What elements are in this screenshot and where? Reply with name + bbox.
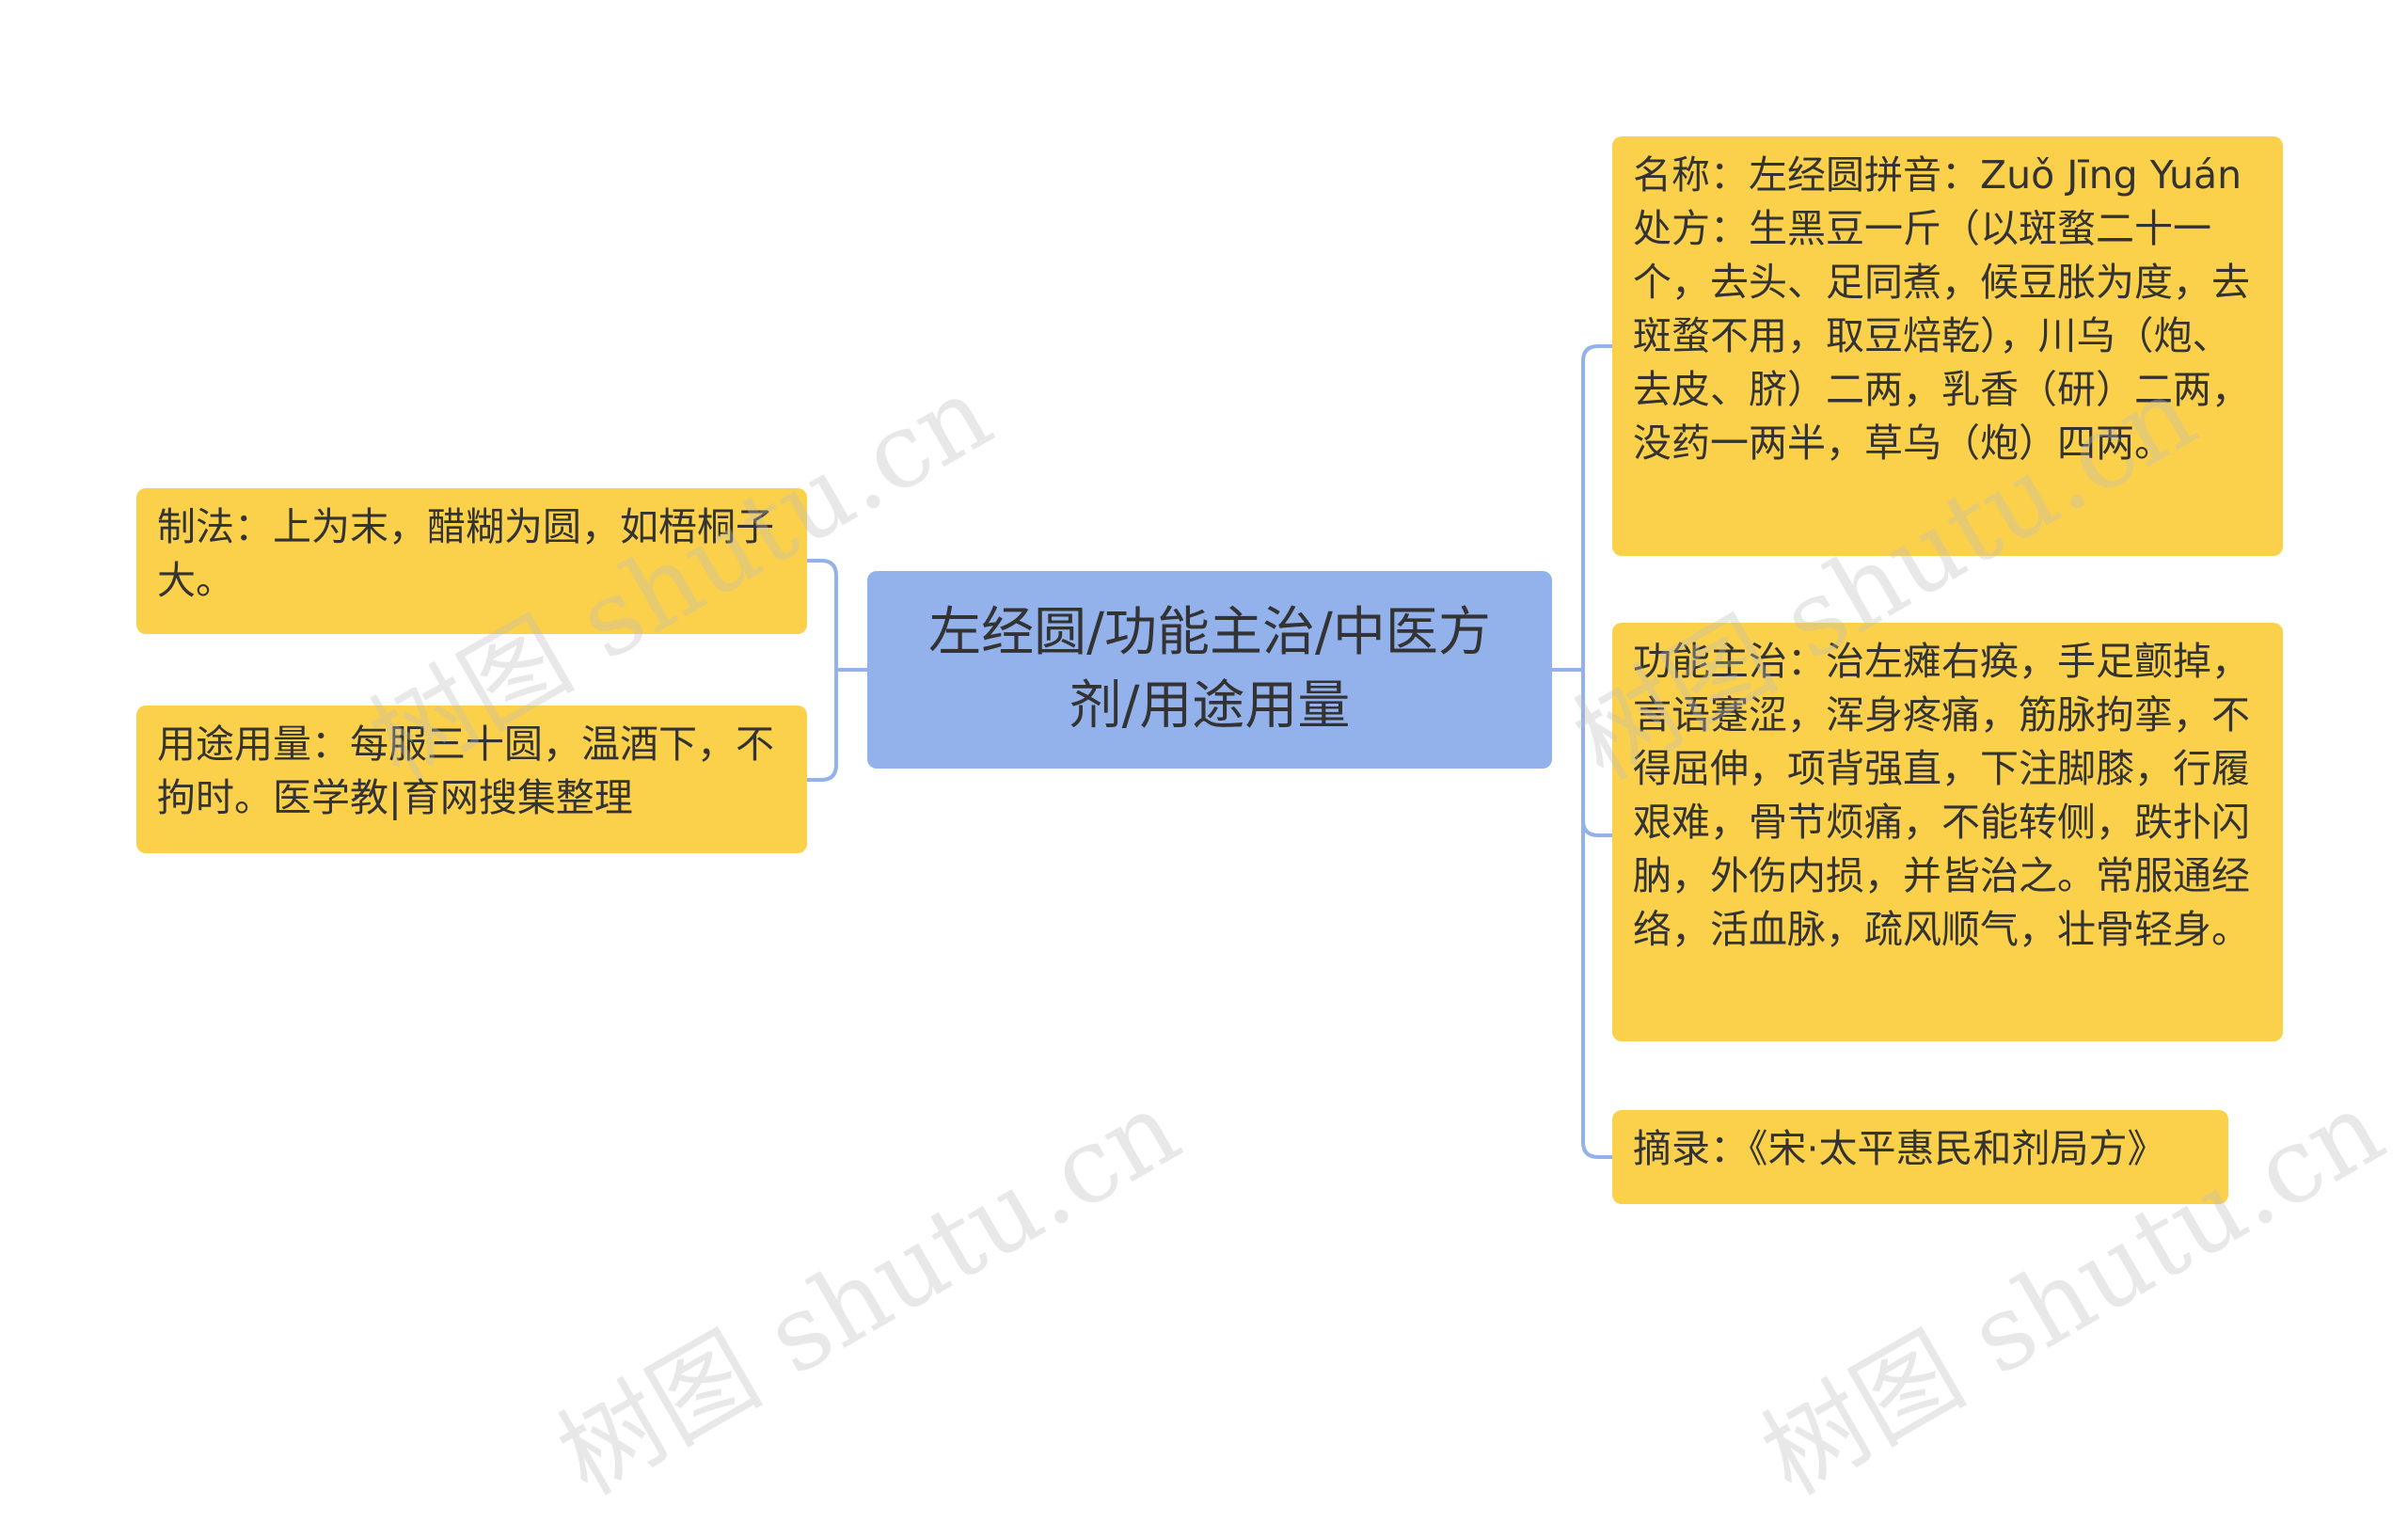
mind-map-canvas: 左经圆/功能主治/中医方剂/用途用量 制法：上为末，醋糊为圆，如梧桐子大。 用途… (136, 136, 2402, 1517)
right-topic-indications[interactable]: 功能主治：治左瘫右痪，手足颤掉，言语蹇涩，浑身疼痛，筋脉拘挛，不得屈伸，项背强直… (1612, 623, 2283, 1041)
right-topic-source[interactable]: 摘录：《宋·太平惠民和剂局方》 (1612, 1110, 2228, 1204)
left-topic-preparation[interactable]: 制法：上为末，醋糊为圆，如梧桐子大。 (136, 488, 807, 634)
connector-lines (805, 344, 1614, 1159)
connector-right-1 (1581, 344, 1614, 672)
connector-left-1 (805, 559, 838, 672)
left-topic-dosage-text: 用途用量：每服三十圆，温酒下，不拘时。医学教|育网搜集整理 (157, 722, 774, 820)
left-topic-preparation-text: 制法：上为末，醋糊为圆，如梧桐子大。 (157, 504, 774, 603)
root-topic-text: 左经圆/功能主治/中医方剂/用途用量 (928, 602, 1491, 737)
connector-right-3 (1581, 668, 1614, 1159)
left-topic-dosage[interactable]: 用途用量：每服三十圆，温酒下，不拘时。医学教|育网搜集整理 (136, 706, 807, 853)
connector-left-2 (805, 668, 838, 782)
right-topic-source-text: 摘录：《宋·太平惠民和剂局方》 (1633, 1126, 2166, 1171)
right-topic-indications-text: 功能主治：治左瘫右痪，手足颤掉，言语蹇涩，浑身疼痛，筋脉拘挛，不得屈伸，项背强直… (1633, 639, 2250, 952)
root-topic[interactable]: 左经圆/功能主治/中医方剂/用途用量 (867, 571, 1552, 769)
right-topic-name-prescription[interactable]: 名称：左经圆拼音：Zuǒ Jīng Yuán处方：生黑豆一斤（以斑蝥二十一个，去… (1612, 136, 2283, 556)
right-topic-name-prescription-text: 名称：左经圆拼音：Zuǒ Jīng Yuán处方：生黑豆一斤（以斑蝥二十一个，去… (1633, 152, 2250, 466)
connector-right-2 (1581, 668, 1614, 837)
